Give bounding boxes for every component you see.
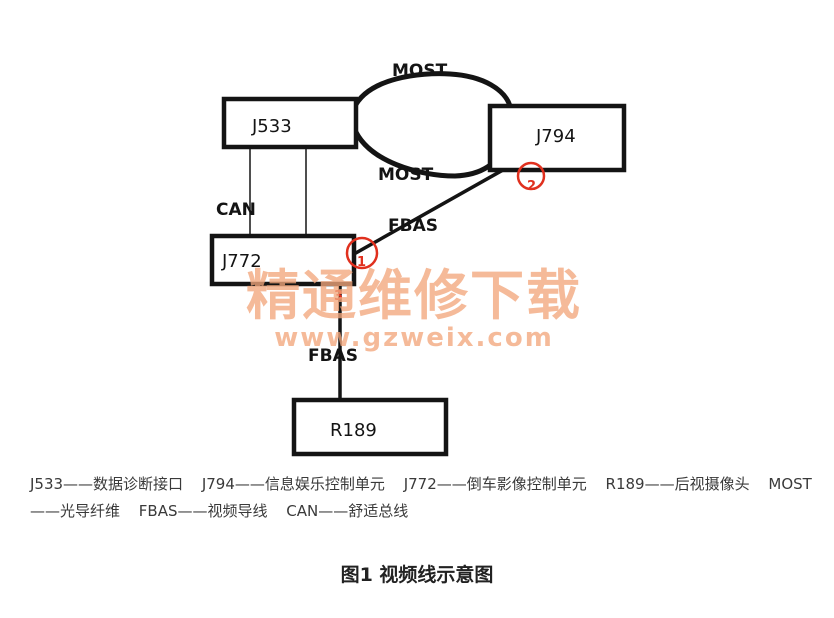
box-j772 [209, 233, 357, 287]
label-j794: J794 [535, 126, 576, 147]
legend-item-j772: J772——倒车影像控制单元 [403, 475, 587, 493]
legend-item-most: MOST——光导纤维 [30, 475, 812, 520]
figure-caption: 图1 视频线示意图 [340, 564, 494, 586]
watermark-url: www.gzweix.com [274, 323, 554, 353]
label-most-bottom: MOST [378, 165, 434, 185]
label-fbas-upper: FBAS [388, 216, 438, 236]
marker-number-1: 1 [357, 255, 366, 270]
watermark-cn: 精通维修下载 [246, 264, 582, 327]
most-ring-top [351, 71, 513, 110]
label-r189: R189 [330, 420, 377, 441]
legend-item-r189: R189——后视摄像头 [605, 475, 750, 493]
label-j772: J772 [221, 251, 262, 272]
marker-circle-2 [516, 161, 546, 191]
marker-number-2: 2 [527, 179, 536, 194]
label-fbas-lower: FBAS [308, 346, 358, 366]
video-wiring-diagram: J533 J794 J772 R189 MOST MOST CAN FBAS F… [209, 61, 627, 457]
box-j533 [221, 96, 359, 150]
legend: J533——数据诊断接口 J794——信息娱乐控制单元 J772——倒车影像控制… [30, 471, 820, 525]
box-r189 [291, 397, 449, 457]
marker-number-3: 3 [334, 289, 343, 304]
legend-item-j794: J794——信息娱乐控制单元 [201, 475, 385, 493]
fbas-line-upper [353, 164, 511, 256]
legend-item-fbas: FBAS——视频导线 [138, 502, 268, 520]
label-most-top: MOST [392, 61, 448, 81]
label-j533: J533 [251, 116, 292, 137]
legend-item-can: CAN——舒适总线 [286, 502, 409, 520]
box-j794 [487, 103, 627, 173]
label-can: CAN [216, 200, 256, 220]
marker-circle-1 [345, 236, 379, 270]
legend-item-j533: J533——数据诊断接口 [30, 475, 184, 493]
